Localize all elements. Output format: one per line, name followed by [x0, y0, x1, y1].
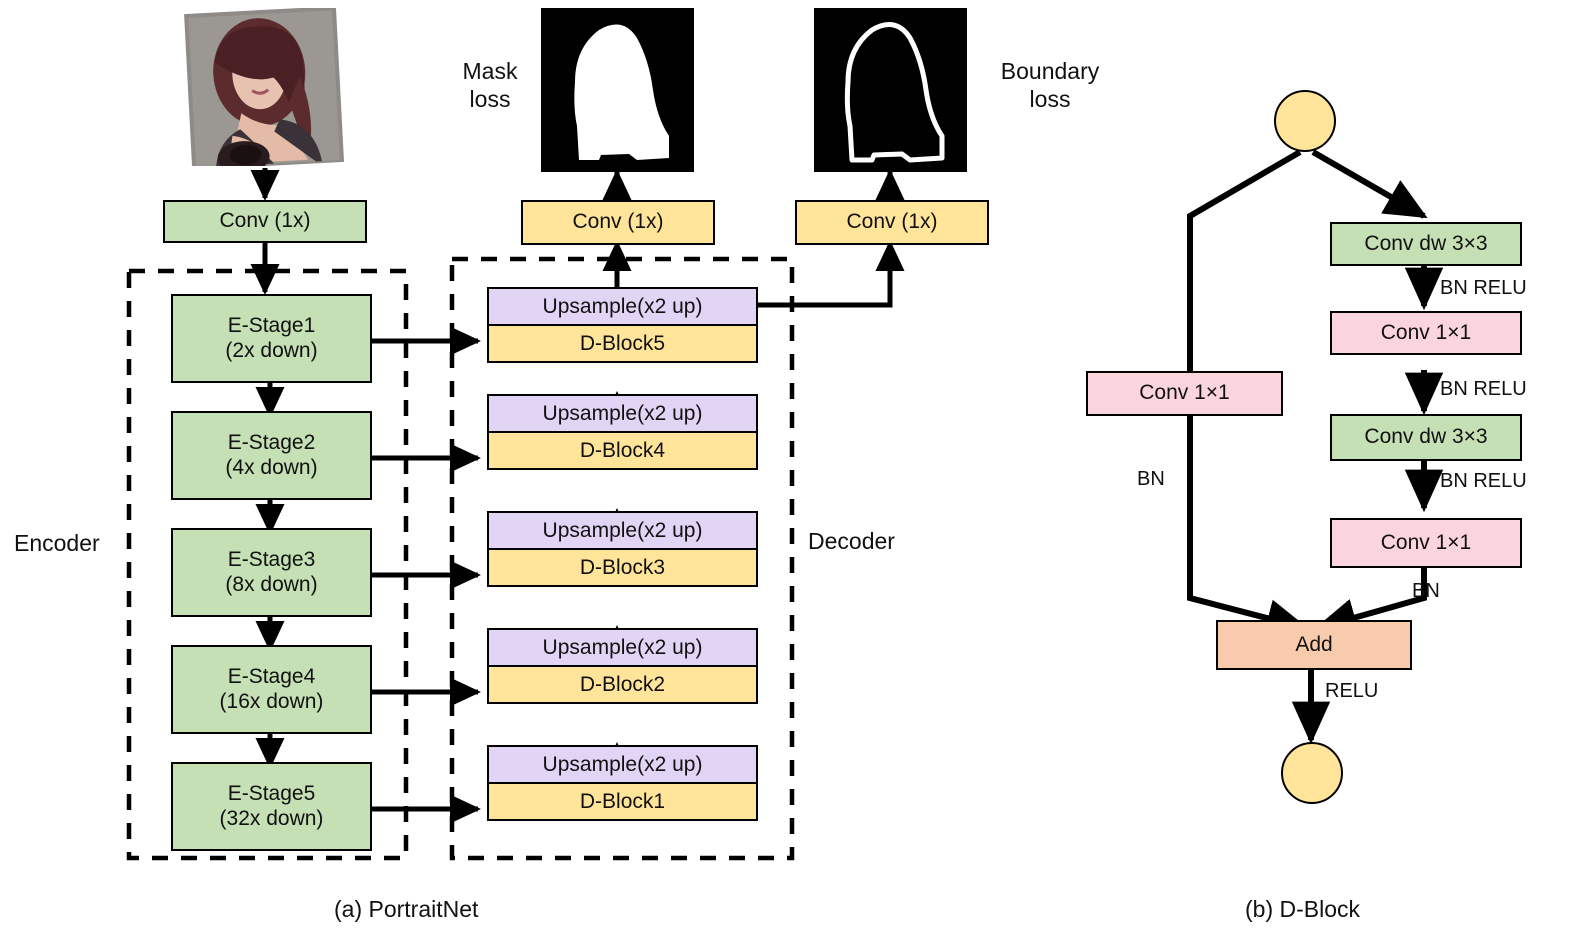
dblock-input-node[interactable]: [1274, 90, 1336, 152]
dblock-conv-1x1-2-label: Conv 1×1: [1380, 530, 1472, 554]
dblock-add-node[interactable]: Add: [1216, 620, 1412, 670]
mask-head-conv-label: Conv (1x): [572, 210, 664, 234]
stem-conv-block[interactable]: Conv (1x): [163, 200, 367, 243]
dblock-conv-1x1-2[interactable]: Conv 1×1: [1330, 518, 1522, 568]
dblock-add-label: Add: [1295, 632, 1333, 656]
edge-label-bn-relu-3: BN RELU: [1440, 470, 1527, 492]
edge-label-bn-relu-2: BN RELU: [1440, 378, 1527, 400]
decoder-group-label: Decoder: [808, 528, 895, 554]
decoder-stage-1-upsample[interactable]: Upsample(x2 up): [489, 747, 756, 784]
edge-label-bn-shortcut: BN: [1137, 468, 1165, 490]
decoder-stage-2-upsample[interactable]: Upsample(x2 up): [489, 630, 756, 667]
decoder-stage-4-upsample[interactable]: Upsample(x2 up): [489, 396, 756, 433]
decoder-stage-5-block[interactable]: D-Block5: [489, 326, 756, 361]
caption-panel-a: (a) PortraitNet: [334, 896, 479, 922]
decoder-stage-1[interactable]: Upsample(x2 up) D-Block1: [487, 745, 758, 821]
encoder-stage-4-scale: (16x down): [219, 689, 324, 713]
dblock-conv-1x1-1-label: Conv 1×1: [1380, 320, 1472, 344]
encoder-stage-4-name: E-Stage4: [227, 665, 316, 689]
encoder-stage-1[interactable]: E-Stage1 (2x down): [171, 294, 372, 383]
dblock-shortcut-conv[interactable]: Conv 1×1: [1086, 371, 1283, 416]
decoder-stage-3-block[interactable]: D-Block3: [489, 550, 756, 585]
dblock-conv-dw-1-label: Conv dw 3×3: [1364, 231, 1488, 255]
encoder-stage-2-scale: (4x down): [225, 455, 318, 479]
decoder-stage-4[interactable]: Upsample(x2 up) D-Block4: [487, 394, 758, 470]
encoder-stage-2[interactable]: E-Stage2 (4x down): [171, 411, 372, 500]
encoder-stage-3-scale: (8x down): [225, 572, 318, 596]
decoder-stage-5-upsample[interactable]: Upsample(x2 up): [489, 289, 756, 326]
decoder-stage-3-upsample[interactable]: Upsample(x2 up): [489, 513, 756, 550]
encoder-stage-5-name: E-Stage5: [227, 782, 316, 806]
dblock-shortcut-conv-label: Conv 1×1: [1139, 381, 1230, 405]
dblock-output-node[interactable]: [1281, 742, 1343, 804]
encoder-stage-3-name: E-Stage3: [227, 548, 316, 572]
decoder-stage-5[interactable]: Upsample(x2 up) D-Block5: [487, 287, 758, 363]
decoder-stage-4-block[interactable]: D-Block4: [489, 433, 756, 468]
boundary-loss-label: Boundary loss: [1000, 58, 1100, 112]
stem-conv-label: Conv (1x): [219, 209, 311, 233]
edge-label-bn-relu-1: BN RELU: [1440, 277, 1527, 299]
boundary-head-conv-block[interactable]: Conv (1x): [795, 200, 989, 245]
input-portrait-image: [182, 8, 346, 166]
encoder-stage-5-scale: (32x down): [219, 806, 324, 830]
mask-head-conv-block[interactable]: Conv (1x): [521, 200, 715, 245]
dblock-conv-dw-2-label: Conv dw 3×3: [1364, 425, 1488, 449]
edge-label-relu-output: RELU: [1325, 680, 1379, 702]
boundary-image: [814, 8, 967, 172]
dblock-conv-dw-1[interactable]: Conv dw 3×3: [1330, 222, 1522, 266]
dblock-conv-dw-2[interactable]: Conv dw 3×3: [1330, 414, 1522, 461]
dblock-conv-1x1-1[interactable]: Conv 1×1: [1330, 311, 1522, 355]
decoder-stage-1-block[interactable]: D-Block1: [489, 784, 756, 819]
decoder-stage-3[interactable]: Upsample(x2 up) D-Block3: [487, 511, 758, 587]
encoder-group-label: Encoder: [14, 530, 100, 556]
encoder-stage-4[interactable]: E-Stage4 (16x down): [171, 645, 372, 734]
boundary-head-conv-label: Conv (1x): [846, 210, 938, 234]
mask-image: [541, 8, 694, 172]
caption-panel-b: (b) D-Block: [1245, 896, 1361, 922]
decoder-stage-2[interactable]: Upsample(x2 up) D-Block2: [487, 628, 758, 704]
encoder-stage-1-scale: (2x down): [225, 338, 318, 362]
encoder-stage-5[interactable]: E-Stage5 (32x down): [171, 762, 372, 851]
mask-loss-label: Mask loss: [462, 58, 518, 112]
encoder-stage-2-name: E-Stage2: [227, 431, 316, 455]
decoder-stage-2-block[interactable]: D-Block2: [489, 667, 756, 702]
encoder-stage-3[interactable]: E-Stage3 (8x down): [171, 528, 372, 617]
edge-label-bn-residual: BN: [1412, 580, 1440, 602]
encoder-stage-1-name: E-Stage1: [227, 314, 316, 338]
